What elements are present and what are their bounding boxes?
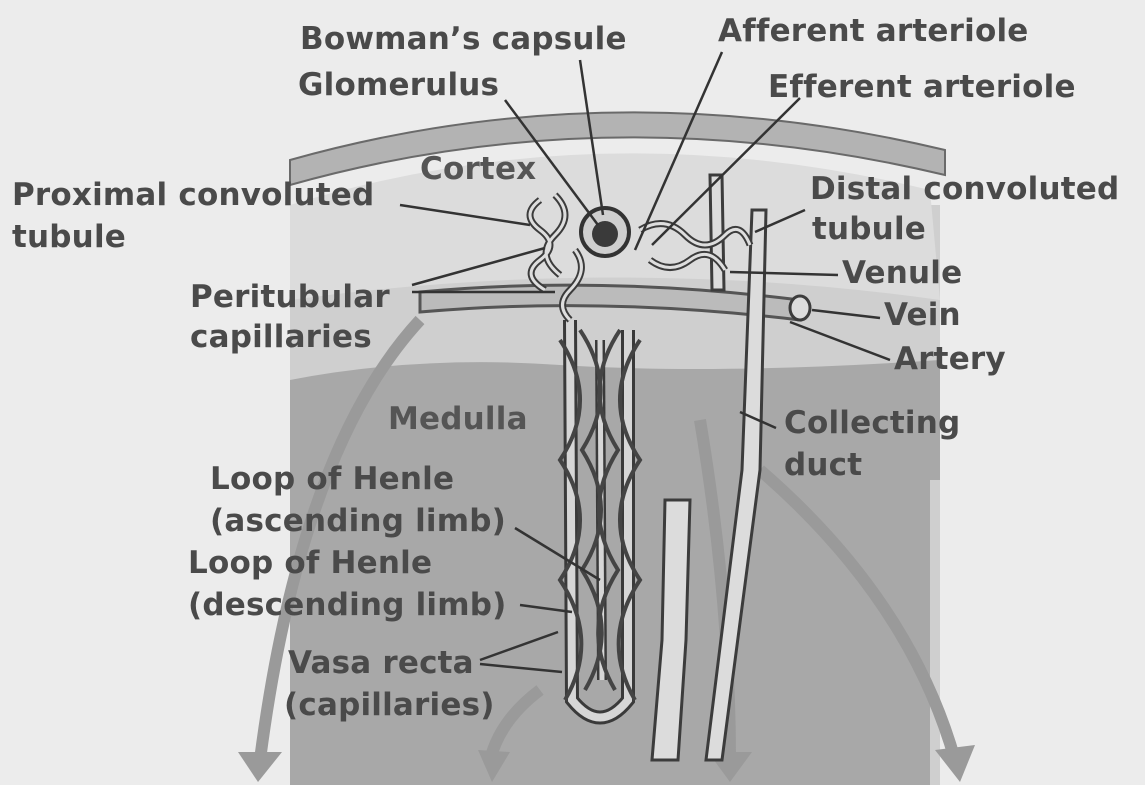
cortical-vessel — [710, 175, 724, 290]
arrowhead-right — [935, 745, 975, 782]
label-vasa-recta-line2: (capillaries) — [284, 688, 495, 723]
label-bowmans-capsule: Bowman’s capsule — [300, 22, 627, 57]
label-peritubular-capillaries-line2: capillaries — [190, 320, 372, 355]
vein-cross-section — [790, 296, 810, 320]
label-collecting-duct-line2: duct — [784, 448, 862, 483]
label-distal-convoluted-tubule-line1: Distal convoluted — [810, 172, 1119, 207]
label-artery: Artery — [894, 342, 1006, 377]
label-proximal-convoluted-tubule-line1: Proximal convoluted — [12, 178, 374, 213]
label-collecting-duct-line1: Collecting — [784, 406, 960, 441]
label-medulla: Medulla — [388, 402, 528, 437]
label-proximal-convoluted-tubule-line2: tubule — [12, 220, 126, 255]
label-loop-of-henle-descending-line2: (descending limb) — [188, 588, 507, 623]
label-distal-convoluted-tubule-line2: tubule — [812, 212, 926, 247]
label-loop-of-henle-ascending-line2: (ascending limb) — [210, 504, 506, 539]
label-vein: Vein — [884, 298, 961, 333]
label-loop-of-henle-ascending-line1: Loop of Henle — [210, 462, 454, 497]
label-peritubular-capillaries-line1: Peritubular — [190, 280, 390, 315]
label-cortex: Cortex — [420, 152, 536, 187]
label-venule: Venule — [842, 256, 962, 291]
glomerulus-shape — [592, 221, 618, 247]
label-afferent-arteriole: Afferent arteriole — [718, 14, 1029, 49]
label-vasa-recta-line1: Vasa recta — [288, 646, 474, 681]
arrowhead-left — [238, 752, 282, 782]
label-efferent-arteriole: Efferent arteriole — [768, 70, 1076, 105]
label-glomerulus: Glomerulus — [298, 68, 499, 103]
label-loop-of-henle-descending-line1: Loop of Henle — [188, 546, 432, 581]
